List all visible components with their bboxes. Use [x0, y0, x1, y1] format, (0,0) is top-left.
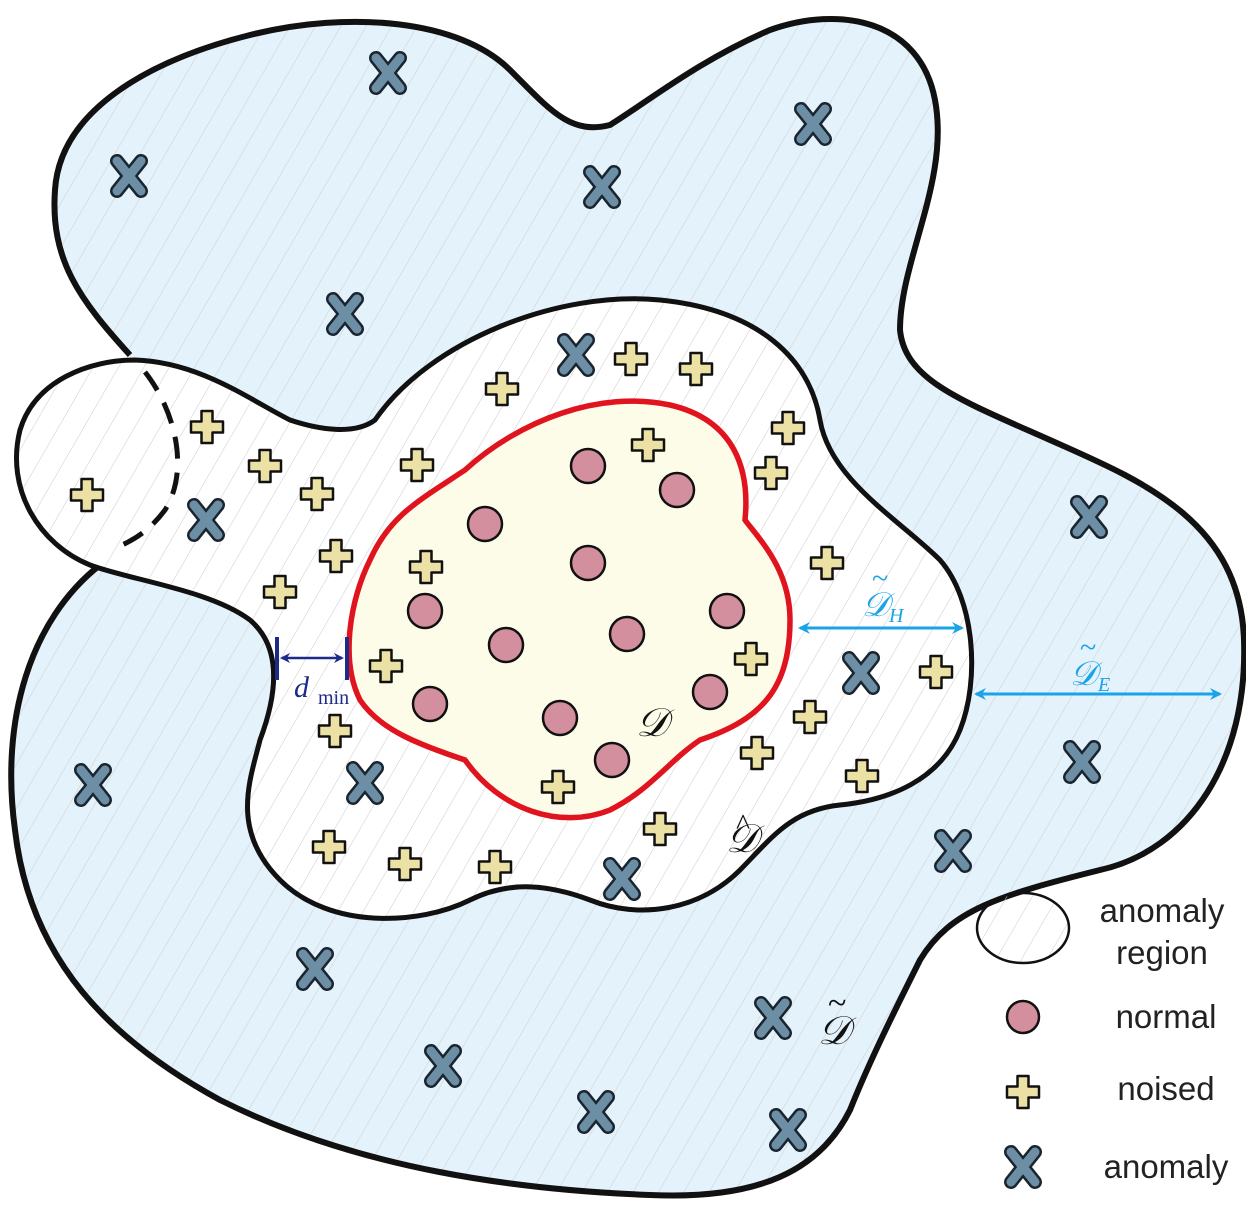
legend-noised-label: noised [1117, 1070, 1214, 1107]
anomaly-marker [794, 102, 832, 146]
normal-marker [411, 685, 449, 723]
noised-marker [69, 477, 105, 513]
dashed-boundary [114, 370, 181, 551]
legend-normal: normal [1005, 998, 1217, 1035]
noised-marker [477, 849, 513, 885]
noised-marker [678, 351, 714, 387]
normal-marker [466, 505, 504, 543]
noised-marker [770, 410, 806, 446]
anomaly-marker [1004, 1145, 1042, 1189]
anomaly-marker [583, 165, 621, 209]
noised-marker [247, 448, 283, 484]
normal-marker [608, 615, 646, 653]
anomaly-marker [557, 333, 595, 377]
anomaly-marker [577, 1090, 615, 1134]
legend-region-label-line2: region [1116, 934, 1208, 971]
noised-marker [387, 846, 423, 882]
anomaly-marker [424, 1044, 462, 1088]
anomaly-marker [187, 498, 225, 542]
legend-region-label-line1: anomaly [1100, 892, 1225, 929]
anomaly-marker [842, 651, 880, 695]
normal-marker [569, 544, 607, 582]
d-min-indicator: d min [275, 637, 349, 709]
legend-noised: noised [1005, 1070, 1215, 1110]
legend-anomaly: anomaly [1004, 1145, 1229, 1189]
d-h-subscript: H [888, 605, 905, 627]
noised-marker [317, 713, 353, 749]
noised-marker [844, 758, 880, 794]
anomaly-marker [110, 154, 148, 198]
anomaly-marker [296, 947, 334, 991]
anomaly-marker [74, 763, 112, 807]
noised-marker [408, 549, 444, 585]
legend-anomaly-region: anomaly region [975, 891, 1225, 971]
anomaly-marker [754, 996, 792, 1040]
legend-region-swatch [975, 891, 1071, 965]
anomaly-marker [1070, 495, 1108, 539]
d-hat-accent: ^ [736, 808, 750, 841]
normal-marker [593, 741, 631, 779]
legend-normal-label: normal [1116, 998, 1217, 1035]
d-tilde-accent: ~ [828, 985, 846, 1022]
anomaly-marker [934, 829, 972, 873]
noised-marker [739, 735, 775, 771]
noised-marker [613, 341, 649, 377]
anomaly-marker [603, 857, 641, 901]
legend: anomaly region normal noised anomaly [975, 891, 1229, 1189]
normal-marker [541, 699, 579, 737]
noised-marker [753, 455, 789, 491]
normal-marker [406, 592, 444, 630]
noised-marker [733, 641, 769, 677]
noised-marker [809, 545, 845, 581]
noised-marker [262, 574, 298, 610]
normal-marker [658, 471, 696, 509]
noised-marker [642, 811, 678, 847]
noised-marker [311, 829, 347, 865]
noised-marker [918, 654, 954, 690]
markers [69, 51, 1108, 1152]
noised-marker [540, 769, 576, 805]
normal-marker [487, 626, 525, 664]
d-e-subscript: E [1097, 674, 1110, 696]
noised-marker [1005, 1074, 1041, 1110]
d-e-tilde: ~ [1080, 631, 1096, 664]
anomaly-marker [1063, 740, 1101, 784]
noised-marker [318, 538, 354, 574]
noised-marker [368, 648, 404, 684]
legend-anomaly-label: anomaly [1104, 1148, 1229, 1185]
normal-marker [708, 592, 746, 630]
legend-anomaly-swatch [1004, 1145, 1042, 1189]
legend-noised-swatch [1005, 1074, 1041, 1110]
anomaly-marker [326, 292, 364, 336]
noised-marker [189, 409, 225, 445]
normal-marker [569, 447, 607, 485]
d-h-tilde: ~ [872, 562, 888, 595]
d-min-subscript: min [318, 687, 349, 709]
noised-marker [399, 447, 435, 483]
anomaly-marker [369, 51, 407, 95]
d-min-label: d [294, 671, 310, 704]
noised-marker [630, 427, 666, 463]
anomaly-marker [769, 1108, 807, 1152]
anomaly-marker [346, 761, 384, 805]
noised-marker [299, 476, 335, 512]
normal-marker [691, 673, 729, 711]
noised-marker [484, 371, 520, 407]
noised-marker [792, 699, 828, 735]
legend-normal-swatch [1005, 999, 1041, 1035]
